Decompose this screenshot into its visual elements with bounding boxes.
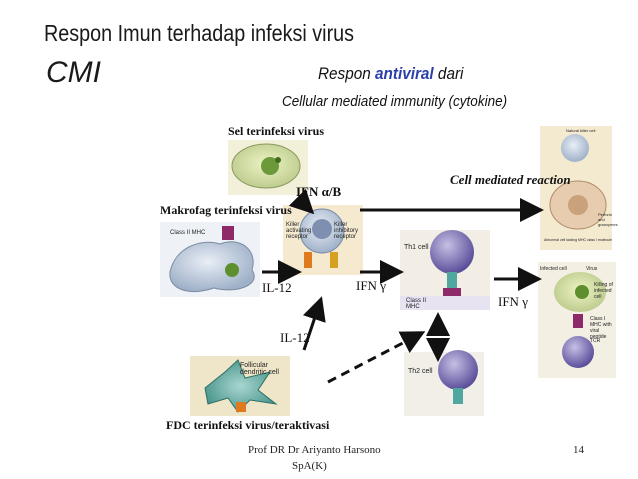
label-tcr: TCR (590, 338, 601, 344)
label-abnormal-cell: Abnormal cell lacking MHC class I molecu… (544, 238, 612, 242)
label-ifn-g-1: IFN γ (356, 278, 386, 293)
label-virus: Virus (586, 266, 598, 272)
macrophage-graphic (160, 222, 260, 297)
label-killer-inhibitory: Killer inhibitory receptor (334, 222, 359, 240)
label-killer-activating: Killer activating receptor (286, 222, 312, 240)
label-th2: Th2 cell (408, 368, 433, 375)
label-natural-killer: Natural killer cell (566, 128, 596, 133)
label-il12-a: IL-12 (262, 280, 292, 295)
slide-subtitle: CMI (46, 56, 101, 89)
label-class2-mhc-b: Class II MHC (406, 298, 427, 310)
arrow-infected-to-nk (288, 188, 315, 215)
ctl-killing-panel (538, 262, 616, 378)
nk-killing-panel (540, 126, 612, 250)
footer-author-line1: Prof DR Dr Ariyanto Harsono (248, 444, 381, 456)
header-right-line2: Cellular mediated immunity (cytokine) (282, 93, 508, 110)
footer-author-line2: SpA(K) (292, 460, 327, 472)
dendritic-cell-graphic (190, 356, 290, 416)
label-killing: Killing of infected cell (594, 282, 613, 300)
label-macrophage: Makrofag terinfeksi virus (160, 203, 292, 217)
label-follicular: Follicular dendritic cell (240, 362, 279, 376)
label-cell-mediated: Cell mediated reaction (450, 172, 571, 187)
slide-title: Respon Imun terhadap infeksi virus (44, 20, 355, 46)
th1-cell-graphic (400, 230, 490, 310)
label-class2-mhc: Class II MHC (170, 230, 206, 236)
header-right-line1: Respon antiviral dari (318, 64, 464, 83)
label-th1: Th1 cell (404, 244, 429, 251)
arrow-dendritic-to-th (327, 331, 426, 384)
label-infected-cell: Sel terinfeksi virus (228, 124, 324, 138)
label-ifn-ab: IFN α/B (296, 184, 342, 199)
label-il12-b: IL-12 (280, 330, 310, 345)
label-ifn-g-2: IFN γ (498, 294, 528, 309)
label-fdc: FDC terinfeksi virus/teraktivasi (166, 418, 330, 432)
label-class1-mhc: Class I MHC with viral peptide (590, 316, 612, 340)
th2-cell-graphic (404, 350, 484, 416)
nk-cell-graphic (283, 205, 363, 275)
arrow-dendritic-to-nk (302, 296, 326, 351)
infected-cell-graphic (228, 140, 308, 195)
label-perforin: Perforin and granzymes (598, 212, 618, 227)
footer-page-number: 14 (573, 444, 584, 456)
label-infected-cell-small: Infected cell (540, 266, 567, 272)
